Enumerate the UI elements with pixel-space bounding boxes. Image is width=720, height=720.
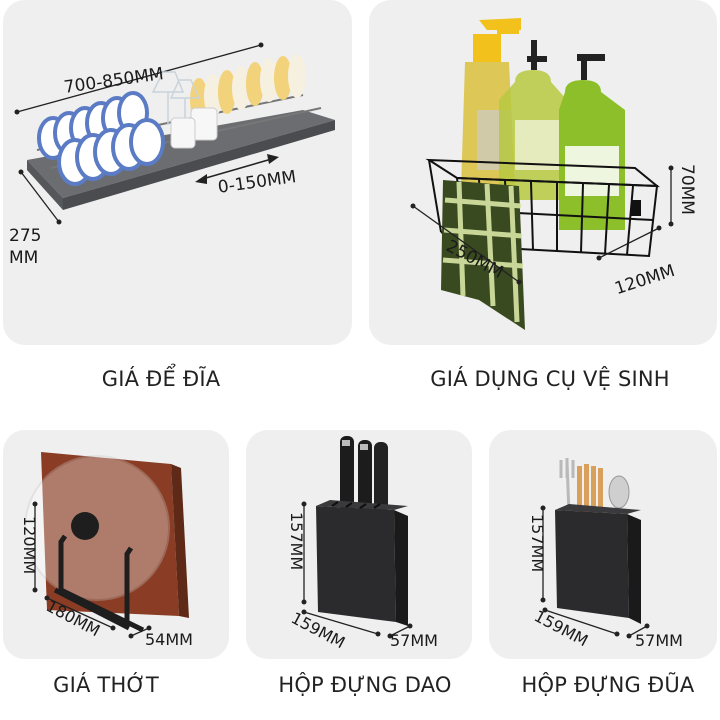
caption-dish-rack: GIÁ ĐỂ ĐĨA bbox=[101, 367, 221, 391]
product-card-knife-box: 157MM 159MM 57MM bbox=[246, 430, 472, 659]
product-card-cutting-board-rack: 120MM 180MM 54MM bbox=[3, 430, 229, 659]
dimension-depth-label: 54MM bbox=[145, 630, 193, 649]
dimension-depth-unit-label: MM bbox=[9, 248, 39, 268]
product-card-cleaning-rack: 70MM 250MM 120MM bbox=[369, 0, 717, 345]
dimension-depth-label: 275 bbox=[9, 226, 42, 246]
product-card-chopstick-box: 157MM 159MM 57MM bbox=[489, 430, 717, 659]
dish-rack-image bbox=[14, 42, 335, 225]
product-card-dish-rack: 700-850MM 0-150MM 275 MM bbox=[3, 0, 352, 345]
dimension-depth-label: 57MM bbox=[635, 631, 683, 650]
dimension-depth-label: 57MM bbox=[390, 631, 438, 650]
knife-box-image bbox=[301, 436, 413, 639]
dimension-height-label: 157MM bbox=[528, 514, 547, 573]
dimension-height-label: 120MM bbox=[20, 516, 39, 575]
cutting-board-rack-image bbox=[24, 452, 189, 639]
chopstick-box-image bbox=[540, 458, 650, 639]
caption-cutting-board-rack: GIÁ THỚT bbox=[53, 673, 159, 697]
dimension-height-label: 157MM bbox=[287, 512, 306, 571]
caption-chopstick-box: HỘP ĐỰNG ĐŨA bbox=[521, 673, 695, 697]
cleaning-rack-image bbox=[410, 18, 674, 330]
caption-knife-box: HỘP ĐỰNG DAO bbox=[278, 673, 452, 697]
dimension-height-label: 70MM bbox=[677, 164, 697, 215]
caption-cleaning-rack: GIÁ DỤNG CỤ VỆ SINH bbox=[430, 367, 670, 391]
